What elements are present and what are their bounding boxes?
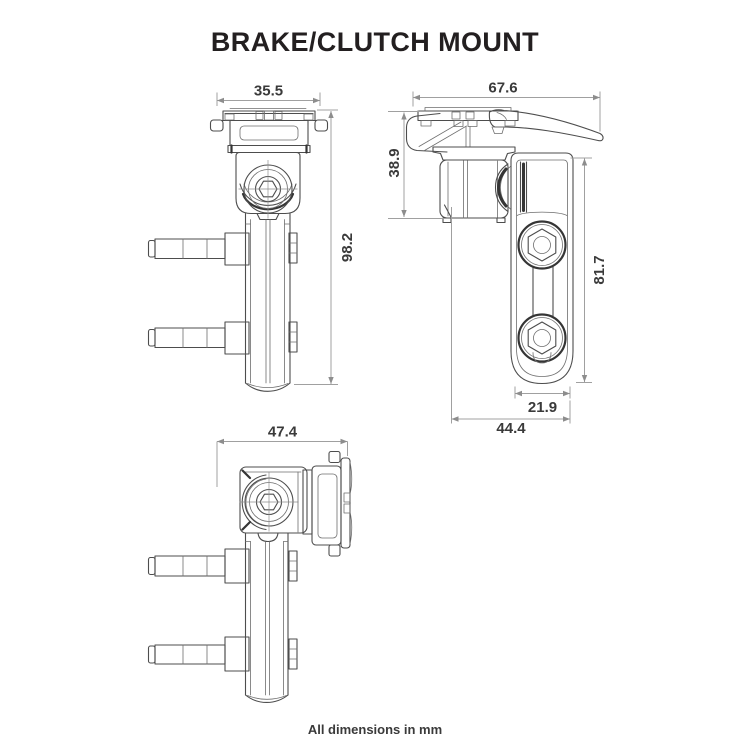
front-column (244, 212, 291, 392)
side-hex-bolt-bottom (517, 313, 567, 364)
side-arm-bracket (510, 152, 574, 385)
front-collar (227, 119, 311, 154)
side-latch-hook (405, 112, 467, 153)
side-release-lever (488, 109, 604, 142)
front-bolt-heads (288, 232, 298, 353)
dimension-side-head-height: 38.9 (386, 111, 444, 219)
side-slot-width-label: 21.9 (528, 399, 557, 416)
front-width-label: 35.5 (254, 83, 283, 100)
front-mount-plate (209, 108, 329, 132)
dimension-front-height: 98.2 (294, 109, 356, 385)
dimension-side-slot-width: 21.9 (514, 386, 571, 416)
dimension-side-arm-height: 81.7 (570, 157, 608, 383)
front-clamp-bolt-upper (147, 232, 250, 266)
front-view: 35.5 98.2 (147, 83, 356, 392)
profile-shoulder (239, 466, 308, 534)
profile-clamp-bolt-lower (147, 636, 250, 672)
dimensions-footnote: All dimensions in mm (307, 722, 443, 737)
side-head-height-label: 38.9 (386, 148, 403, 177)
profile-column (244, 532, 289, 704)
side-clamp-hinge (494, 161, 528, 213)
dimension-side-base-width: 44.4 (451, 207, 571, 437)
page-title: BRAKE/CLUTCH MOUNT (210, 27, 540, 57)
profile-pivot-bolt (239, 472, 299, 532)
front-clamp-bolt-lower (147, 321, 250, 355)
side-base-width-label: 44.4 (496, 420, 526, 437)
front-pivot-bolt (238, 160, 298, 219)
profile-width-label: 47.4 (268, 424, 298, 441)
dimension-front-width: 35.5 (216, 83, 321, 106)
dimension-side-width: 67.6 (412, 80, 601, 132)
side-hex-bolt-top (517, 220, 567, 270)
front-height-label: 98.2 (339, 233, 356, 262)
profile-bolt-heads (288, 550, 298, 670)
side-mount-plate (417, 107, 519, 148)
side-width-label: 67.6 (488, 80, 517, 97)
side-arm-height-label: 81.7 (591, 255, 608, 284)
side-body (432, 146, 516, 224)
profile-clamp-bolt-upper (147, 548, 250, 584)
side-view: 67.6 38.9 81.7 21.9 44.4 (386, 80, 608, 438)
profile-view: 47.4 (147, 424, 353, 704)
dimension-profile-width: 47.4 (216, 424, 348, 487)
profile-mount-plate (297, 450, 353, 557)
